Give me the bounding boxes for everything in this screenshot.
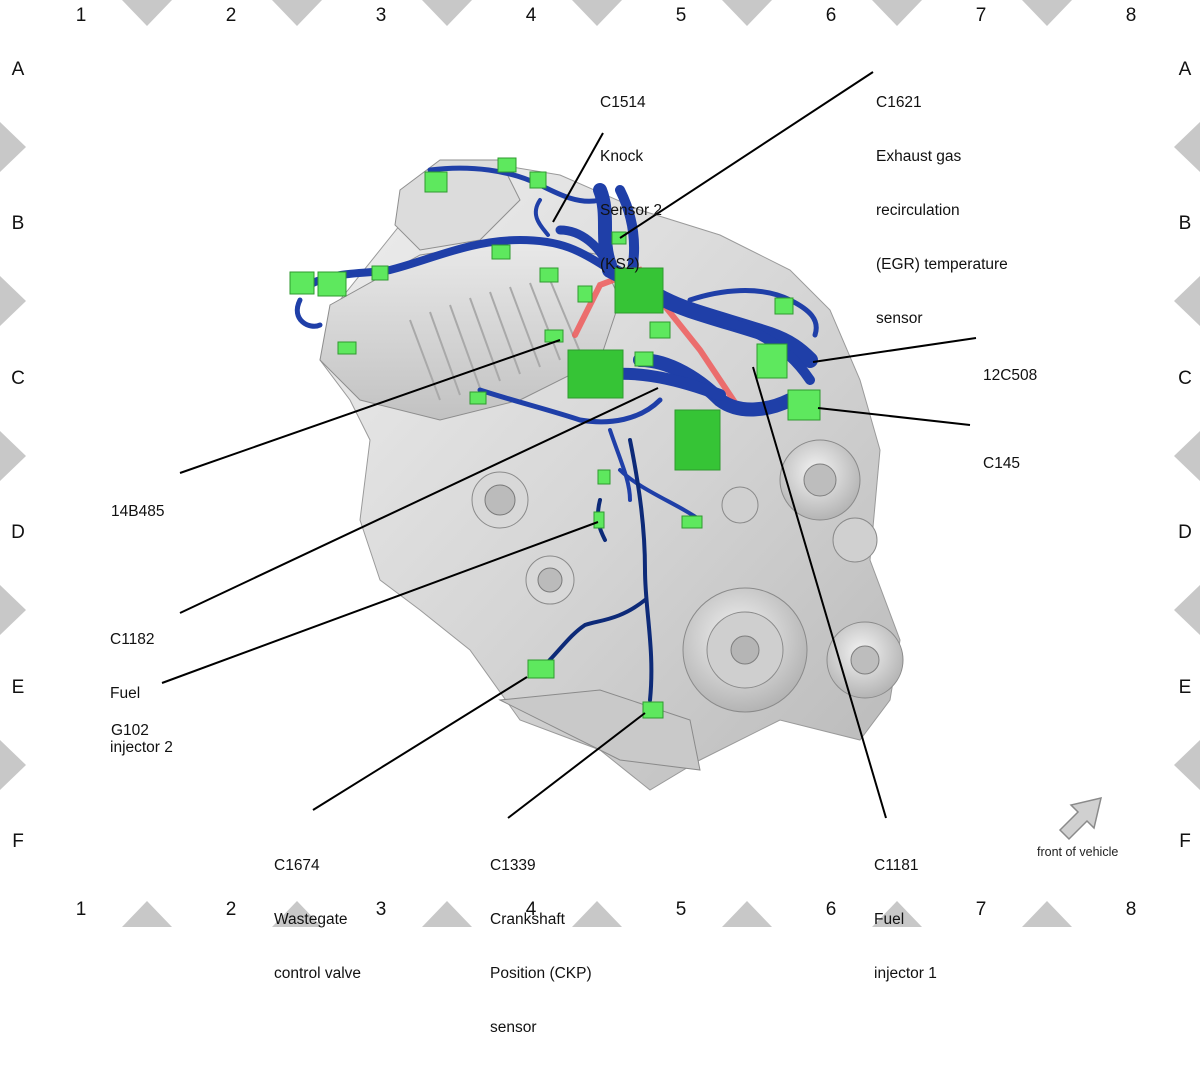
wiring-diagram: 1 2 3 4 5 6 7 8 1 2 3 4 5 6 7 8 A B C D …	[0, 0, 1200, 1036]
callout-c1514: C1514 Knock Sensor 2 (KS2)	[600, 58, 662, 310]
callout-g102: G102	[111, 686, 149, 776]
grid-col-top-2: 2	[225, 5, 237, 26]
grid-col-top-8: 8	[1125, 5, 1137, 26]
grid-row-left-e: E	[11, 677, 25, 698]
grid-col-bottom-3: 3	[375, 899, 387, 920]
front-of-vehicle-arrow-icon	[1058, 796, 1103, 841]
grid-row-right-e: E	[1178, 677, 1192, 698]
callout-line: injector 1	[874, 965, 937, 982]
callout-line: Crankshaft	[490, 911, 565, 928]
callout-line: Fuel	[110, 685, 141, 702]
grid-col-top-4: 4	[525, 5, 537, 26]
callout-line: C145	[983, 455, 1021, 472]
grid-row-left-c: C	[11, 368, 25, 389]
grid-col-top-7: 7	[975, 5, 987, 26]
grid-col-bottom-1: 1	[75, 899, 87, 920]
callout-line: C1514	[600, 94, 646, 111]
callout-line: Position (CKP)	[490, 965, 592, 982]
grid-border-markers	[0, 0, 1200, 927]
callout-line: Fuel	[874, 911, 905, 928]
grid-col-bottom-6: 6	[825, 899, 837, 920]
callout-c1674: C1674 Wastegate control valve	[274, 821, 361, 1019]
grid-col-top-1: 1	[75, 5, 87, 26]
harness-connectors	[289, 157, 821, 719]
grid-row-right-d: D	[1178, 522, 1192, 543]
callout-line: G102	[111, 722, 149, 739]
engine-harness-illustration	[0, 0, 1200, 927]
callout-c1182: C1182 Fuel injector 2	[110, 595, 173, 793]
callout-line: 12C508	[983, 367, 1038, 384]
callout-line: recirculation	[876, 202, 960, 219]
callout-line: Sensor 2	[600, 202, 663, 219]
callout-line: 14B485	[111, 503, 165, 520]
callout-line: sensor	[876, 310, 923, 327]
callout-line: Wastegate	[274, 911, 348, 928]
callout-line: C1181	[874, 857, 919, 874]
callout-c1339: C1339 Crankshaft Position (CKP) sensor	[490, 821, 592, 1073]
callout-line: (KS2)	[600, 256, 640, 273]
grid-col-top-5: 5	[675, 5, 687, 26]
callout-line: Knock	[600, 148, 644, 165]
grid-row-left-a: A	[11, 59, 25, 80]
callout-c1181: C1181 Fuel injector 1	[874, 821, 937, 1019]
callout-line: Exhaust gas	[876, 148, 962, 165]
grid-row-left-b: B	[11, 213, 25, 234]
grid-row-right-c: C	[1178, 368, 1192, 389]
grid-col-bottom-7: 7	[975, 899, 987, 920]
grid-row-right-f: F	[1179, 831, 1191, 852]
callout-c145: C145	[983, 419, 1020, 509]
front-of-vehicle-label: front of vehicle	[1037, 845, 1119, 859]
grid-col-top-3: 3	[375, 5, 387, 26]
callout-line: C1621	[876, 94, 922, 111]
grid-row-right-b: B	[1178, 213, 1192, 234]
grid-col-bottom-8: 8	[1125, 899, 1137, 920]
callout-line: sensor	[490, 1019, 537, 1036]
grid-col-bottom-4: 4	[525, 899, 537, 920]
callout-leader-lines	[161, 71, 977, 819]
callout-line: injector 2	[110, 739, 173, 756]
callout-c1621: C1621 Exhaust gas recirculation (EGR) te…	[876, 58, 1008, 364]
callout-line: C1674	[274, 857, 320, 874]
callout-12c508: 12C508	[983, 331, 1037, 421]
callout-14b485: 14B485	[111, 467, 164, 557]
callout-line: control valve	[274, 965, 362, 982]
callout-line: (EGR) temperature	[876, 256, 1008, 273]
callout-line: C1182	[110, 631, 155, 648]
grid-col-bottom-5: 5	[675, 899, 687, 920]
grid-col-bottom-2: 2	[225, 899, 237, 920]
grid-row-right-a: A	[1178, 59, 1192, 80]
grid-row-left-f: F	[12, 831, 24, 852]
grid-row-left-d: D	[11, 522, 25, 543]
callout-line: C1339	[490, 857, 536, 874]
grid-col-top-6: 6	[825, 5, 837, 26]
